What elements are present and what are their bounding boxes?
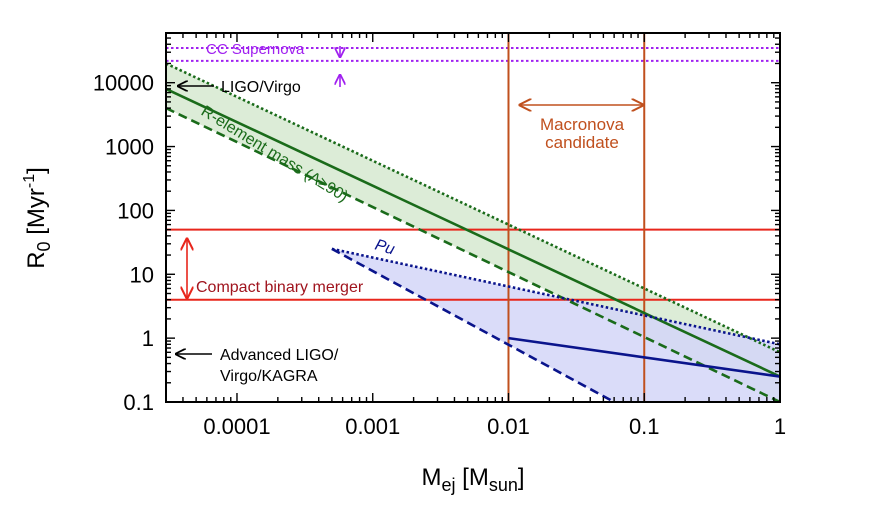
plot-frame — [165, 32, 781, 403]
annotation-advanced-line2: Virgo/KAGRA — [220, 368, 318, 385]
r-solid-series — [166, 87, 780, 378]
y-tick-label: 10 — [130, 262, 154, 287]
x-tick-label: 1 — [774, 414, 786, 439]
annotation-macronova-line1: Macronova — [540, 115, 625, 134]
annotation-cc-supernova: CC Supernova — [206, 41, 305, 58]
r-lower-series — [166, 106, 780, 402]
annotation-macronova-line2: candidate — [545, 133, 619, 152]
y-axis-title: R0 [Myr-1] — [21, 167, 54, 269]
r-upper-series — [166, 62, 780, 354]
y-tick-label: 0.1 — [123, 390, 154, 415]
pu-lower-series — [331, 247, 615, 402]
annotation-pu: Pu — [373, 237, 397, 259]
annotation-ligo-virgo: LIGO/Virgo — [221, 79, 301, 96]
y-tick-label: 10000 — [93, 71, 154, 96]
x-tick-label: 0.001 — [345, 414, 400, 439]
x-axis-title: Mej [Msun] — [421, 464, 524, 495]
annotation-compact-binary: Compact binary merger — [196, 279, 364, 296]
tick-layer — [165, 32, 781, 403]
y-tick-label: 1 — [142, 326, 154, 351]
x-tick-label: 0.0001 — [203, 414, 270, 439]
x-tick-label: 0.01 — [487, 414, 530, 439]
x-tick-label: 0.1 — [629, 414, 660, 439]
hline-layer — [166, 46, 780, 301]
series-layer — [166, 62, 780, 402]
vline-layer — [507, 33, 646, 402]
pu-region-fill — [331, 248, 780, 402]
y-tick-label: 1000 — [105, 135, 154, 160]
pu-solid-series — [508, 336, 780, 378]
annotation-advanced-line1: Advanced LIGO/ — [220, 347, 339, 364]
pu-upper-series — [331, 247, 780, 346]
tick-label-layer: 0.0001 0.001 0.01 0.1 1 0.1 1 10 100 1000 10000 — [93, 71, 786, 439]
y-tick-label: 100 — [117, 198, 154, 223]
